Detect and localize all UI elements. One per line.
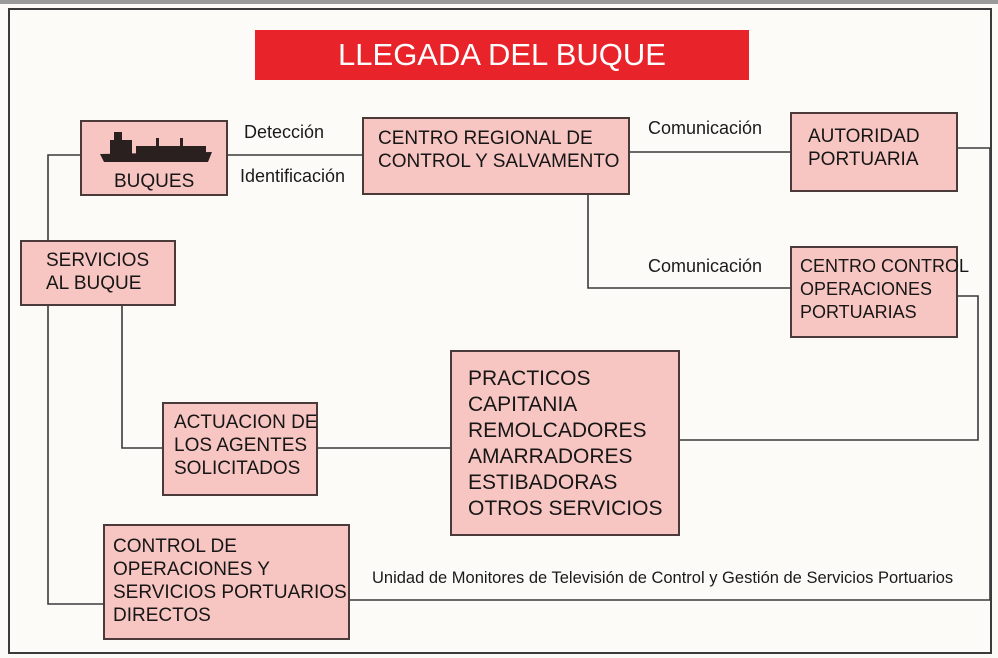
box-control-ops-line-2: OPERACIONES Y [113, 559, 270, 580]
box-autoridad-portuaria: AUTORIDAD PORTUARIA [790, 112, 958, 192]
box-actuacion: ACTUACION DE LOS AGENTES SOLICITADOS [162, 402, 318, 496]
box-servicios-al-buque: SERVICIOS AL BUQUE [20, 240, 176, 306]
box-control-operaciones: CONTROL DE OPERACIONES Y SERVICIOS PORTU… [103, 524, 350, 640]
box-practicos-line-1: PRACTICOS [468, 367, 591, 390]
box-actuacion-line-2: LOS AGENTES [174, 435, 308, 456]
page-title: LLEGADA DEL BUQUE [255, 30, 749, 80]
box-centro-control-line-3: PORTUARIAS [800, 302, 917, 322]
box-practicos-line-6: OTROS SERVICIOS [468, 497, 663, 520]
box-centro-regional-line-1: CENTRO REGIONAL DE [378, 128, 593, 149]
box-practicos-line-5: ESTIBADORAS [468, 471, 618, 494]
box-autoridad-line-1: AUTORIDAD [808, 126, 920, 147]
box-control-ops-line-3: SERVICIOS PORTUARIOS [113, 582, 347, 603]
box-control-ops-line-4: DIRECTOS [113, 605, 211, 626]
box-centro-control-line-2: OPERACIONES [800, 279, 933, 299]
box-practicos: PRACTICOS CAPITANIA REMOLCADORES AMARRAD… [450, 350, 680, 536]
box-control-ops-line-1: CONTROL DE [113, 536, 237, 557]
box-buques: BUQUES [80, 120, 228, 196]
box-practicos-line-4: AMARRADORES [468, 445, 633, 468]
box-actuacion-line-1: ACTUACION DE [174, 412, 318, 433]
box-servicios-line-2: AL BUQUE [46, 273, 142, 294]
label-identificacion: Identificación [240, 166, 346, 186]
left-loop-line [47, 154, 103, 605]
label-deteccion: Detección [244, 122, 325, 142]
box-centro-regional-line-2: CONTROL Y SALVAMENTO [378, 151, 620, 172]
box-practicos-line-2: CAPITANIA [468, 393, 578, 416]
box-centro-regional: CENTRO REGIONAL DE CONTROL Y SALVAMENTO [362, 117, 630, 195]
centro-control-line [587, 195, 790, 289]
label-comunicacion-top: Comunicación [648, 118, 763, 138]
label-comunicacion-mid: Comunicación [648, 256, 763, 276]
ship-icon [100, 132, 212, 162]
control-practicos-line [680, 295, 979, 441]
box-buques-label: BUQUES [114, 171, 195, 192]
box-centro-control-line-1: CENTRO CONTROL [800, 256, 970, 276]
box-centro-control: CENTRO CONTROL OPERACIONES PORTUARIAS [790, 246, 970, 338]
autoridad-right-line [350, 147, 991, 601]
servicios-actuacion-line [121, 306, 162, 449]
box-practicos-line-3: REMOLCADORES [468, 419, 647, 442]
box-autoridad-line-2: PORTUARIA [808, 149, 919, 170]
label-unidad-monitores: Unidad de Monitores de Televisión de Con… [372, 569, 954, 587]
top-rule [0, 0, 998, 4]
box-actuacion-line-3: SOLICITADOS [174, 458, 301, 479]
box-servicios-line-1: SERVICIOS [46, 250, 150, 271]
